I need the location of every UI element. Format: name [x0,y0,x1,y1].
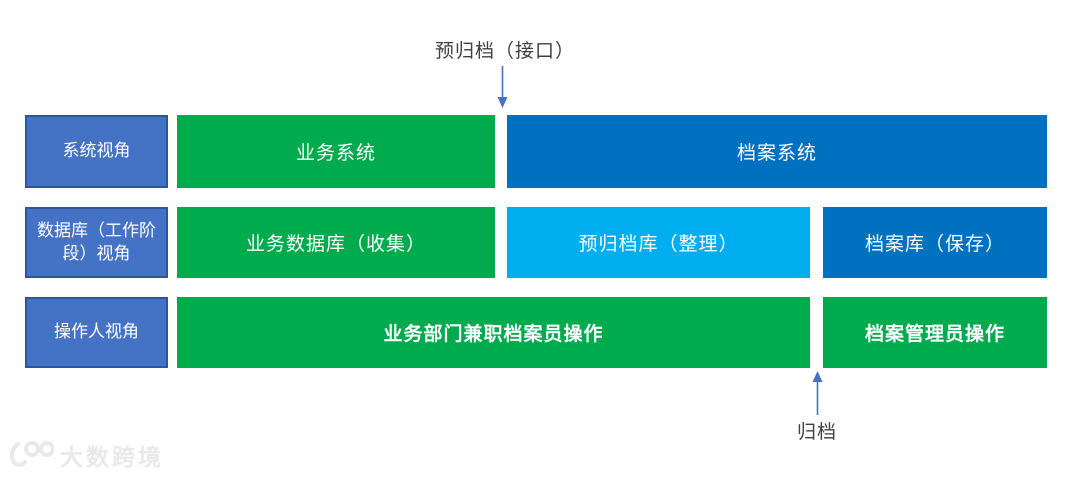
box-archive-admin-operation-text: 档案管理员操作 [864,324,1005,345]
box-pre-archive-library-text: 预归档库（整理） [578,234,739,255]
box-business-system: 业务系统 [177,115,495,188]
box-business-database: 业务数据库（收集） [177,207,495,278]
box-archive-system: 档案系统 [507,115,1047,188]
arrow-down-icon [497,66,508,108]
pre-archive-interface-label: 预归档（接口） [434,41,575,62]
box-business-dept-clerk-operation-text: 业务部门兼职档案员操作 [383,324,604,345]
box-archive-admin-operation: 档案管理员操作 [823,297,1047,368]
arrow-up-icon [812,371,823,415]
row-label-operator-view-text: 操作人视角 [54,322,139,342]
archive-label: 归档 [796,422,837,443]
box-archive-library-text: 档案库（保存） [864,234,1005,255]
row-label-system-view-text: 系统视角 [62,141,131,161]
brand-100-logo-icon [9,441,54,467]
box-business-dept-clerk-operation: 业务部门兼职档案员操作 [177,297,810,368]
row-label-operator-view: 操作人视角 [25,297,168,368]
watermark: 大数跨境 [8,438,164,472]
watermark-brand-text: 大数跨境 [60,444,164,470]
box-archive-library: 档案库（保存） [823,207,1047,278]
box-pre-archive-library: 预归档库（整理） [507,207,810,278]
row-label-database-stage-view: 数据库（工作阶段）视角 [25,207,168,278]
box-business-system-text: 业务系统 [295,143,376,164]
row-label-database-stage-view-text: 数据库（工作阶段）视角 [37,220,156,263]
box-business-database-text: 业务数据库（收集） [245,234,426,255]
row-label-system-view: 系统视角 [25,115,168,188]
box-archive-system-text: 档案系统 [736,143,817,164]
